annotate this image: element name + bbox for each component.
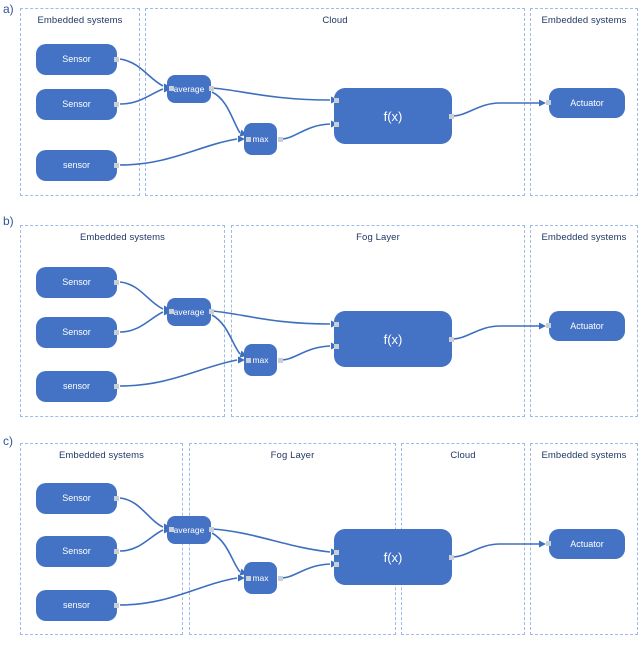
- port-actuator-in-b: [546, 323, 551, 328]
- node-sensor-3-a[interactable]: sensor: [36, 150, 117, 181]
- node-actuator-b[interactable]: Actuator: [549, 311, 625, 341]
- node-sensor-3-b[interactable]: sensor: [36, 371, 117, 402]
- panel-b-letter: b): [3, 214, 14, 228]
- port-sensor-2-b: [114, 330, 119, 335]
- node-sensor-1-c[interactable]: Sensor: [36, 483, 117, 514]
- zone-label-embedded-right-b: Embedded systems: [541, 232, 627, 243]
- panel-a: a) Embedded systems Cloud Embedded syste…: [0, 0, 640, 210]
- zone-label-cloud-c: Cloud: [450, 450, 476, 461]
- zone-label-embedded-left-c: Embedded systems: [58, 450, 145, 461]
- node-sensor-2-b[interactable]: Sensor: [36, 317, 117, 348]
- zone-label-cloud-a: Cloud: [322, 15, 348, 26]
- zone-embedded-right-c: Embedded systems: [530, 443, 638, 635]
- zone-label-embedded-left-a: Embedded systems: [37, 15, 123, 26]
- node-fx-a[interactable]: f(x): [334, 88, 452, 144]
- node-sensor-2-a[interactable]: Sensor: [36, 89, 117, 120]
- port-sensor-2-c: [114, 549, 119, 554]
- port-fx-out-c: [449, 555, 454, 560]
- port-sensor-3-a: [114, 163, 119, 168]
- port-sensor-1-c: [114, 496, 119, 501]
- port-fx-out-b: [449, 337, 454, 342]
- node-average-b[interactable]: average: [167, 298, 211, 326]
- panel-c: c) Embedded systems Fog Layer Cloud Embe…: [0, 432, 640, 645]
- port-average-out-b: [209, 309, 214, 314]
- port-average-in-b: [169, 309, 174, 314]
- port-fx-in2-a: [334, 122, 339, 127]
- node-sensor-1-b[interactable]: Sensor: [36, 267, 117, 298]
- port-max-in-c: [246, 576, 251, 581]
- node-fx-b[interactable]: f(x): [334, 311, 452, 367]
- port-actuator-in-a: [546, 100, 551, 105]
- node-average-a[interactable]: average: [167, 75, 211, 103]
- node-actuator-c[interactable]: Actuator: [549, 529, 625, 559]
- zone-label-embedded-right-a: Embedded systems: [541, 15, 627, 26]
- port-max-out-c: [278, 576, 283, 581]
- port-max-in-a: [246, 137, 251, 142]
- port-fx-in2-b: [334, 344, 339, 349]
- port-fx-in1-b: [334, 322, 339, 327]
- zone-embedded-right-a: Embedded systems: [530, 8, 638, 196]
- panel-c-letter: c): [3, 434, 13, 448]
- zone-label-embedded-left-b: Embedded systems: [79, 232, 166, 243]
- port-actuator-in-c: [546, 541, 551, 546]
- port-max-in-b: [246, 358, 251, 363]
- node-fx-c[interactable]: f(x): [334, 529, 452, 585]
- zone-label-embedded-right-c: Embedded systems: [541, 450, 627, 461]
- port-sensor-1-b: [114, 280, 119, 285]
- port-fx-in2-c: [334, 562, 339, 567]
- port-sensor-3-b: [114, 384, 119, 389]
- node-sensor-1-a[interactable]: Sensor: [36, 44, 117, 75]
- port-average-out-c: [209, 527, 214, 532]
- port-sensor-1-a: [114, 57, 119, 62]
- port-max-out-b: [278, 358, 283, 363]
- port-sensor-3-c: [114, 603, 119, 608]
- zone-label-fog-b: Fog Layer: [356, 232, 400, 243]
- port-sensor-2-a: [114, 102, 119, 107]
- port-max-out-a: [278, 137, 283, 142]
- port-average-out-a: [209, 86, 214, 91]
- port-average-in-a: [169, 86, 174, 91]
- node-average-c[interactable]: average: [167, 516, 211, 544]
- panel-a-letter: a): [3, 2, 14, 16]
- port-average-in-c: [169, 527, 174, 532]
- port-fx-out-a: [449, 114, 454, 119]
- port-fx-in1-a: [334, 98, 339, 103]
- zone-label-fog-c: Fog Layer: [270, 450, 315, 461]
- node-sensor-2-c[interactable]: Sensor: [36, 536, 117, 567]
- zone-embedded-right-b: Embedded systems: [530, 225, 638, 417]
- port-fx-in1-c: [334, 550, 339, 555]
- node-sensor-3-c[interactable]: sensor: [36, 590, 117, 621]
- panel-b: b) Embedded systems Fog Layer Embedded s…: [0, 212, 640, 430]
- node-actuator-a[interactable]: Actuator: [549, 88, 625, 118]
